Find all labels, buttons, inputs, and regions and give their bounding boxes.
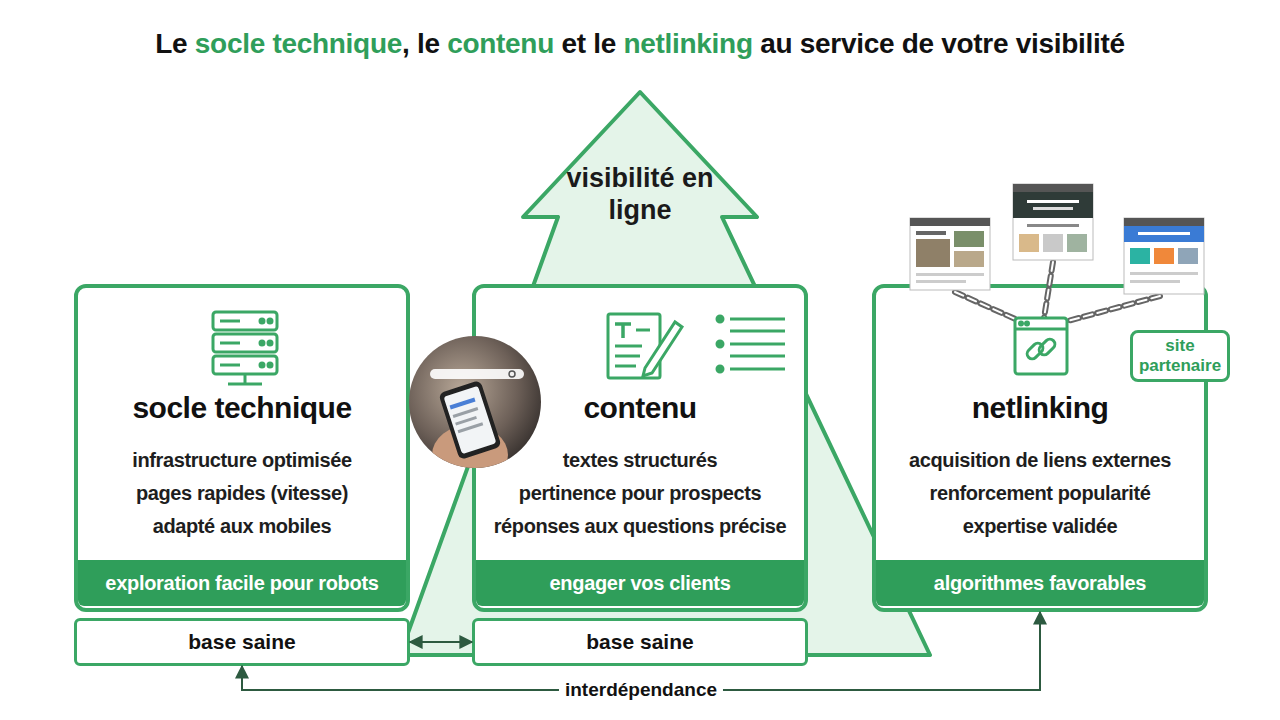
box-bullet: renforcement popularité	[876, 477, 1204, 510]
foundation-box: base saine	[74, 618, 410, 666]
box-heading: contenu	[476, 388, 804, 428]
website-thumbnail	[1124, 218, 1204, 294]
title-highlight: contenu	[447, 28, 554, 59]
outcome-band: algorithmes favorables	[876, 560, 1204, 606]
box-bullet: réponses aux questions précise	[476, 510, 804, 543]
arrow-shape	[400, 92, 930, 655]
foundation-box: base saine	[472, 618, 808, 666]
box-bullet: pages rapides (vitesse)	[78, 477, 406, 510]
node-text: base saine	[586, 630, 693, 654]
pillar-box: contenu textes structuréspertinence pour …	[472, 284, 808, 612]
box-bullet: pertinence pour prospects	[476, 477, 804, 510]
title-highlight: socle technique	[195, 28, 402, 59]
node-text: exploration facile pour robots	[105, 572, 378, 595]
box-bullet: infrastructure optimisée	[78, 444, 406, 477]
box-bullet: acquisition de liens externes	[876, 444, 1204, 477]
box-bullet: adapté aux mobiles	[78, 510, 406, 543]
outcome-band: exploration facile pour robots	[78, 560, 406, 606]
pillar-box: socle technique infrastructure optimiséep…	[74, 284, 410, 612]
website-thumbnail	[910, 218, 990, 290]
node-text: site partenaire	[1133, 336, 1227, 376]
box-bullet: expertise validée	[876, 510, 1204, 543]
diagram-title: Le socle technique, le contenu et le net…	[0, 28, 1280, 60]
connector-label: interdépendance	[559, 679, 723, 701]
title-highlight: netlinking	[623, 28, 752, 59]
pillar-box: netlinking acquisition de liens externesr…	[872, 284, 1208, 612]
box-heading: netlinking	[876, 388, 1204, 428]
outcome-band: engager vos clients	[476, 560, 804, 606]
box-bullet: textes structurés	[476, 444, 804, 477]
node-text: algorithmes favorables	[934, 572, 1146, 595]
node-text: visibilité en ligne	[540, 162, 740, 226]
box-heading: socle technique	[78, 388, 406, 428]
node-text: base saine	[188, 630, 295, 654]
node-text: engager vos clients	[549, 572, 730, 595]
website-thumbnail	[1013, 184, 1093, 260]
partner-badge: site partenaire	[1130, 330, 1230, 382]
connector-arrow	[410, 641, 472, 643]
